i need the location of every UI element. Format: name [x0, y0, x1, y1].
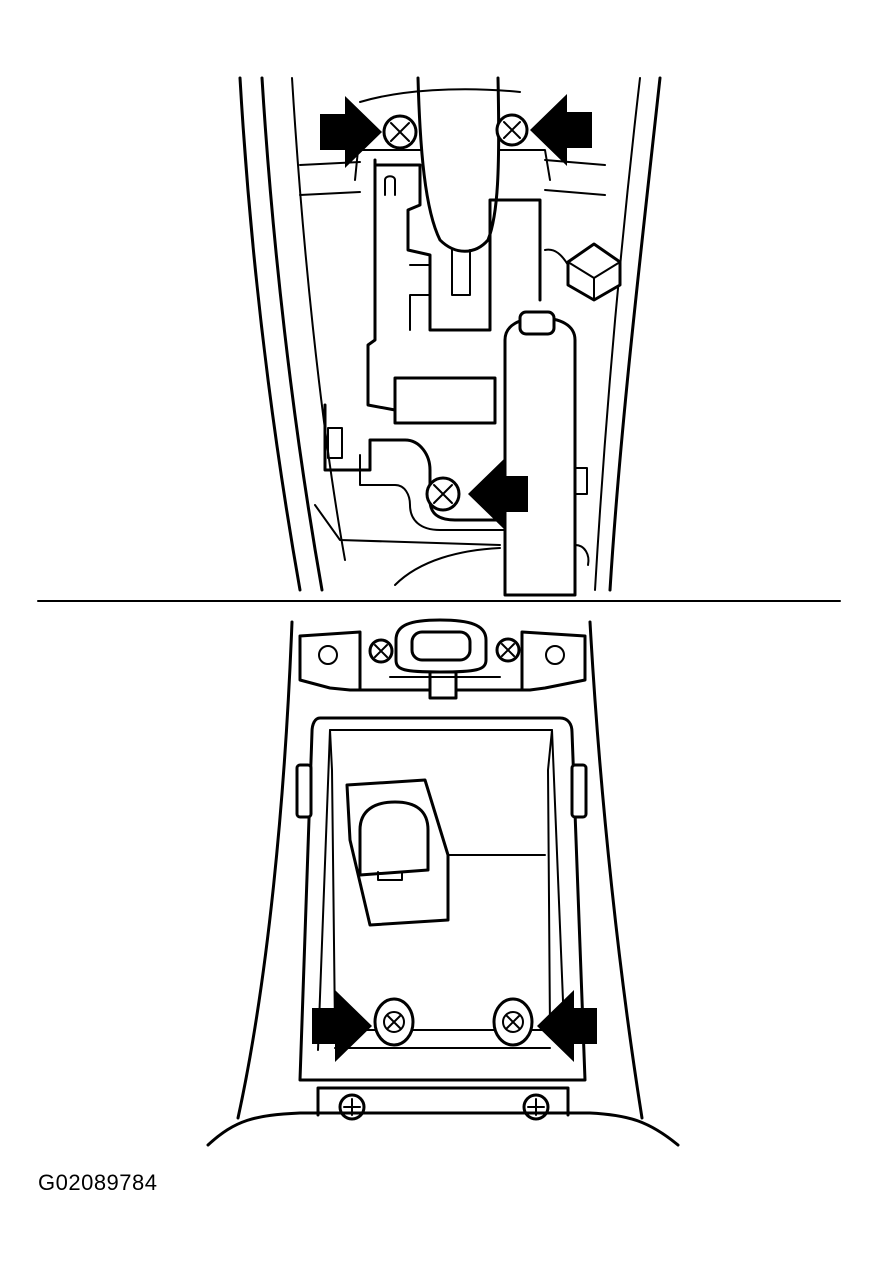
cable-cap — [518, 310, 556, 336]
bracket-plate — [366, 158, 397, 412]
connector-wire — [544, 248, 569, 266]
callout-arrow-bin-left — [312, 990, 372, 1062]
bin-wall-left — [317, 729, 331, 1051]
outlet-socket — [358, 800, 430, 877]
bezel-screw-right — [495, 637, 521, 663]
upper-flange-right — [544, 159, 606, 196]
bottom-plate — [316, 1086, 570, 1117]
plate-screw-right — [522, 1093, 550, 1121]
console-side-left — [236, 620, 294, 1120]
bezel-screw-left — [368, 638, 394, 664]
shift-lever-boot — [416, 76, 501, 253]
armrest-edge — [206, 1111, 680, 1147]
bin-screw-left — [373, 997, 415, 1047]
top-arc — [359, 88, 521, 103]
console-wall-left-inner — [260, 76, 324, 592]
connector-block-edge — [567, 261, 621, 301]
slot-right — [574, 467, 588, 495]
slot-left — [327, 427, 343, 459]
lower-bracket — [323, 403, 507, 522]
console-side-right — [588, 620, 644, 1120]
shift-lever-stem — [451, 249, 471, 296]
figure-id-label: G02089784 — [38, 1170, 158, 1195]
label-panel — [393, 376, 497, 425]
lower-bracket-inner — [359, 454, 506, 531]
console-wall-right-outer — [608, 76, 662, 592]
shift-gate-detent — [409, 264, 431, 331]
latch-button — [410, 630, 472, 662]
screw-top-right — [495, 113, 529, 147]
bezel-hole-right — [545, 645, 565, 665]
latch-bezel — [298, 630, 587, 692]
callout-arrow-bin-right — [537, 990, 597, 1062]
screw-center — [425, 476, 461, 512]
callout-arrow-top-left — [320, 96, 382, 168]
plate-screw-left — [338, 1093, 366, 1121]
side-clip-left — [295, 763, 313, 819]
right-step — [574, 544, 590, 566]
console-wall-right-inner — [594, 77, 641, 591]
cable-column — [503, 316, 577, 597]
outlet-notch — [377, 871, 403, 881]
lower-view — [206, 618, 680, 1147]
console-wall-left-outer — [238, 76, 302, 592]
bin-wall-right — [551, 729, 566, 1051]
outlet-block-side — [424, 779, 546, 856]
latch-tongue — [428, 670, 458, 700]
bin-frame-outer — [298, 716, 587, 1082]
connector-block — [566, 242, 622, 302]
callout-arrow-center — [468, 458, 528, 530]
console-wall-left-trim — [291, 77, 346, 561]
shift-gate-housing — [373, 163, 542, 332]
bracket-hook — [384, 175, 396, 196]
side-clip-right — [570, 763, 588, 819]
bin-screw-right — [492, 997, 534, 1047]
lower-arc — [394, 547, 501, 586]
callout-arrow-top-right — [530, 94, 592, 166]
upper-view — [238, 76, 662, 597]
upper-flange-left — [299, 161, 361, 196]
bezel-hole-left — [318, 645, 338, 665]
screw-top-left — [382, 114, 418, 150]
upper-tab-right — [499, 149, 551, 181]
lower-ledge — [314, 504, 501, 546]
